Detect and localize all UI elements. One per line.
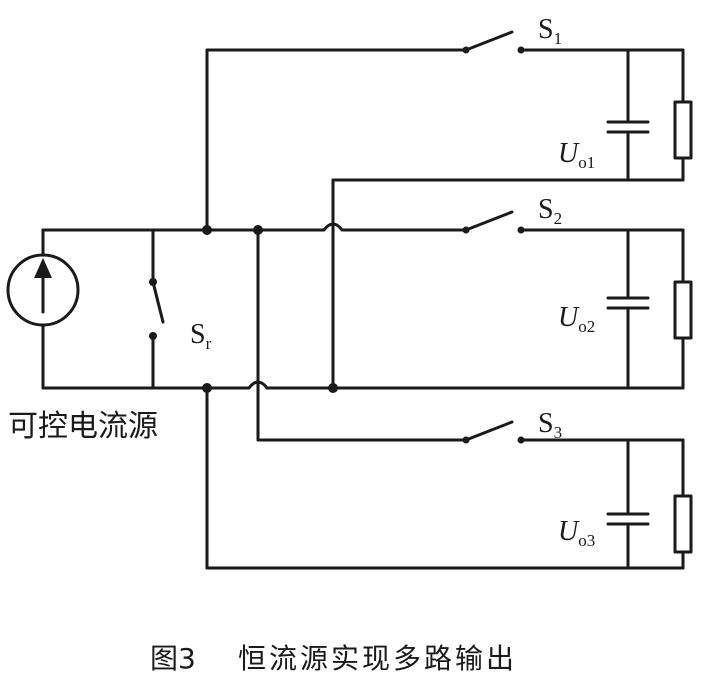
junction-dot	[328, 383, 338, 393]
current-source-arrow-head	[34, 258, 52, 278]
s3-blade	[464, 420, 514, 442]
s1-blade	[464, 30, 514, 52]
branch-2	[462, 210, 693, 390]
figure-caption: 恒流源实现多路输出	[238, 642, 517, 675]
s1-label: S1	[538, 14, 562, 48]
current-source-label: 可控电流源	[8, 409, 158, 444]
branch-1	[205, 30, 693, 182]
s2-label: S2	[538, 194, 562, 228]
uo1-label: Uo1	[558, 138, 595, 172]
figure-number: 图3	[150, 642, 196, 675]
sr-blade	[151, 280, 165, 324]
r3-resistor	[673, 494, 693, 554]
junction-dot	[202, 225, 212, 235]
switch-sr	[149, 228, 165, 390]
uo3-label: Uo3	[558, 516, 595, 550]
junction-dot	[202, 383, 212, 393]
junction-dot	[253, 225, 263, 235]
r2-resistor	[673, 280, 693, 340]
bottom-rail	[41, 380, 685, 390]
sr-label: Sr	[190, 319, 212, 353]
s2-blade	[464, 210, 514, 232]
s3-label: S3	[538, 408, 562, 442]
main-bus	[41, 222, 685, 390]
sr-contact-top	[149, 278, 157, 286]
branch-3	[205, 420, 693, 570]
current-source	[6, 253, 80, 327]
uo2-label: Uo2	[558, 302, 595, 336]
r1-resistor	[673, 100, 693, 160]
